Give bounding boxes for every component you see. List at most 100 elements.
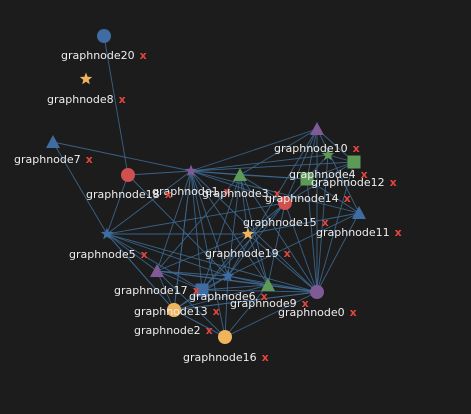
graph-edge bbox=[156, 270, 269, 286]
graph-edge bbox=[190, 170, 229, 277]
remove-node-icon[interactable]: x bbox=[344, 192, 351, 205]
graph-edge bbox=[190, 128, 318, 172]
graph-edge bbox=[284, 161, 355, 204]
graph-edge bbox=[156, 270, 175, 311]
graph-edge bbox=[227, 275, 318, 293]
remove-node-icon[interactable]: x bbox=[261, 290, 268, 303]
remove-node-icon[interactable]: x bbox=[284, 247, 291, 260]
graph-node-graphnode11[interactable] bbox=[352, 206, 366, 219]
remove-node-icon[interactable]: x bbox=[302, 297, 309, 310]
graph-edge bbox=[156, 233, 249, 272]
graph-node-graphnode10[interactable] bbox=[310, 122, 324, 135]
graph-edge bbox=[106, 233, 158, 272]
graph-node-graphnode19[interactable] bbox=[221, 269, 235, 282]
graph-edge bbox=[224, 291, 318, 338]
node-label: graphnode18 bbox=[86, 188, 160, 201]
graph-edge bbox=[106, 233, 229, 277]
graph-edge bbox=[156, 270, 229, 277]
graph-edge bbox=[106, 233, 175, 311]
node-label: graphnode20 bbox=[61, 49, 135, 62]
remove-node-icon[interactable]: x bbox=[224, 185, 231, 198]
graph-edge bbox=[239, 174, 286, 204]
graph-node-graphnode16[interactable] bbox=[218, 330, 232, 344]
node-label: graphnode3 bbox=[202, 187, 269, 200]
graph-edge bbox=[173, 291, 318, 311]
graph-edge bbox=[227, 275, 269, 286]
remove-node-icon[interactable]: x bbox=[119, 93, 126, 106]
graph-edge bbox=[316, 212, 360, 293]
remove-node-icon[interactable]: x bbox=[141, 248, 148, 261]
remove-node-icon[interactable]: x bbox=[193, 284, 200, 297]
node-label: graphnode19 bbox=[205, 247, 279, 260]
graph-edge bbox=[201, 284, 269, 291]
remove-node-icon[interactable]: x bbox=[206, 324, 213, 337]
graph-edge bbox=[201, 289, 318, 293]
node-label: graphnode15 bbox=[243, 216, 317, 229]
remove-node-icon[interactable]: x bbox=[213, 305, 220, 318]
graph-node-graphnode0[interactable] bbox=[310, 285, 324, 299]
graph-edge bbox=[156, 270, 203, 291]
node-label: graphnode8 bbox=[47, 93, 114, 106]
node-label: graphnode10 bbox=[274, 142, 348, 155]
graph-edge bbox=[173, 309, 226, 338]
graph-edge bbox=[201, 174, 241, 291]
node-label: graphnode11 bbox=[316, 226, 390, 239]
graph-node-graphnode12[interactable] bbox=[300, 172, 314, 186]
remove-node-icon[interactable]: x bbox=[165, 188, 172, 201]
remove-node-icon[interactable]: x bbox=[274, 187, 281, 200]
graph-node-graphnode14[interactable] bbox=[278, 196, 292, 210]
graph-edge bbox=[227, 202, 286, 277]
graph-edge bbox=[106, 233, 318, 293]
graph-edge bbox=[156, 270, 226, 338]
graph-edge bbox=[190, 170, 203, 291]
graph-node-graphnode9[interactable] bbox=[261, 278, 275, 291]
remove-node-icon[interactable]: x bbox=[353, 142, 360, 155]
remove-node-icon[interactable]: x bbox=[86, 153, 93, 166]
remove-node-icon[interactable]: x bbox=[390, 176, 397, 189]
node-label: graphnode9 bbox=[230, 297, 297, 310]
graph-edge bbox=[106, 202, 286, 235]
graph-edge bbox=[127, 174, 229, 277]
graph-edge bbox=[227, 212, 360, 277]
node-label: graphnode1 bbox=[152, 185, 219, 198]
node-label: graphnode2 bbox=[134, 324, 201, 337]
graph-edge bbox=[106, 170, 192, 235]
remove-node-icon[interactable]: x bbox=[262, 351, 269, 364]
remove-node-icon[interactable]: x bbox=[395, 226, 402, 239]
graph-edge bbox=[306, 178, 360, 214]
node-label: graphnode13 bbox=[134, 305, 208, 318]
graph-node-graphnode20[interactable] bbox=[97, 29, 111, 43]
graph-edge bbox=[227, 174, 241, 277]
graph-edge bbox=[316, 161, 355, 293]
remove-node-icon[interactable]: x bbox=[361, 168, 368, 181]
graph-node-graphnode13[interactable] bbox=[167, 303, 181, 317]
remove-node-icon[interactable]: x bbox=[350, 306, 357, 319]
graph-node-graphnode15[interactable] bbox=[241, 227, 255, 240]
graph-edge bbox=[247, 233, 318, 293]
remove-node-icon[interactable]: x bbox=[140, 49, 147, 62]
graph-node-graphnode8[interactable] bbox=[79, 72, 93, 85]
graph-node-graphnode1[interactable] bbox=[184, 164, 198, 177]
graph-edge bbox=[247, 233, 269, 286]
graph-node-graphnode6[interactable] bbox=[195, 283, 209, 297]
graph-node-graphnode3[interactable] bbox=[233, 168, 247, 181]
graph-node-graphnode4[interactable] bbox=[347, 155, 361, 169]
nodes-layer bbox=[46, 29, 366, 344]
graph-edge bbox=[52, 141, 192, 172]
graph-node-graphnode5[interactable] bbox=[100, 227, 114, 240]
graph-edge bbox=[267, 202, 286, 286]
graph-edge bbox=[190, 170, 286, 204]
graph-edge bbox=[127, 170, 192, 176]
node-label: graphnode0 bbox=[278, 306, 345, 319]
graph-edge bbox=[106, 174, 129, 235]
graph-node-graphnode17[interactable] bbox=[150, 264, 164, 277]
graph-node-star-extra[interactable] bbox=[321, 148, 335, 161]
graph-node-graphnode7[interactable] bbox=[46, 135, 60, 148]
remove-node-icon[interactable]: x bbox=[322, 216, 329, 229]
graph-edge bbox=[103, 35, 129, 176]
graph-edge bbox=[52, 141, 108, 235]
graph-edge bbox=[239, 174, 249, 235]
graph-node-graphnode18[interactable] bbox=[121, 168, 135, 182]
edges-layer bbox=[52, 35, 360, 338]
